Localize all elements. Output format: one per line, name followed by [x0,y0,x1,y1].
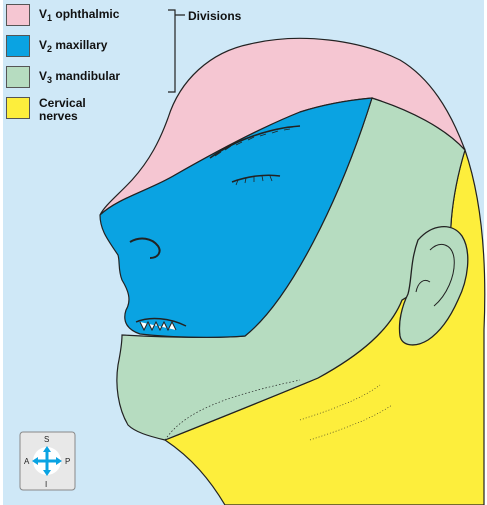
compass-label-anterior: A [24,457,30,466]
swatch-cervical [6,97,30,119]
compass-label-superior: S [44,435,49,444]
divisions-label: Divisions [188,9,241,23]
swatch-v1 [6,4,30,26]
legend-name-v3: mandibular [55,69,120,83]
swatch-v3 [6,66,30,88]
compass-label-inferior: I [45,480,47,489]
legend-prefix-v3: V [39,69,47,83]
legend-label-cervical: Cervical nerves [39,97,86,123]
legend-label-v3: V3 mandibular [39,66,120,87]
legend-prefix-v1: V [39,7,47,21]
legend-sub-v2: 2 [47,44,52,54]
legend-item-v2: V2 maxillary [6,35,107,57]
legend-item-cervical: Cervical nerves [6,97,86,123]
legend-name-v1: ophthalmic [55,7,119,21]
legend-prefix-v2: V [39,38,47,52]
swatch-v2 [6,35,30,57]
legend-sub-v3: 3 [47,75,52,85]
compass-label-posterior: P [65,457,70,466]
legend-label-v2: V2 maxillary [39,35,107,56]
orientation-compass: S I A P [20,432,75,490]
legend-item-v1: V1 ophthalmic [6,4,119,26]
legend-item-v3: V3 mandibular [6,66,120,88]
legend-name-v2: maxillary [55,38,107,52]
legend-label-v1: V1 ophthalmic [39,4,119,25]
legend-sub-v1: 1 [47,13,52,23]
